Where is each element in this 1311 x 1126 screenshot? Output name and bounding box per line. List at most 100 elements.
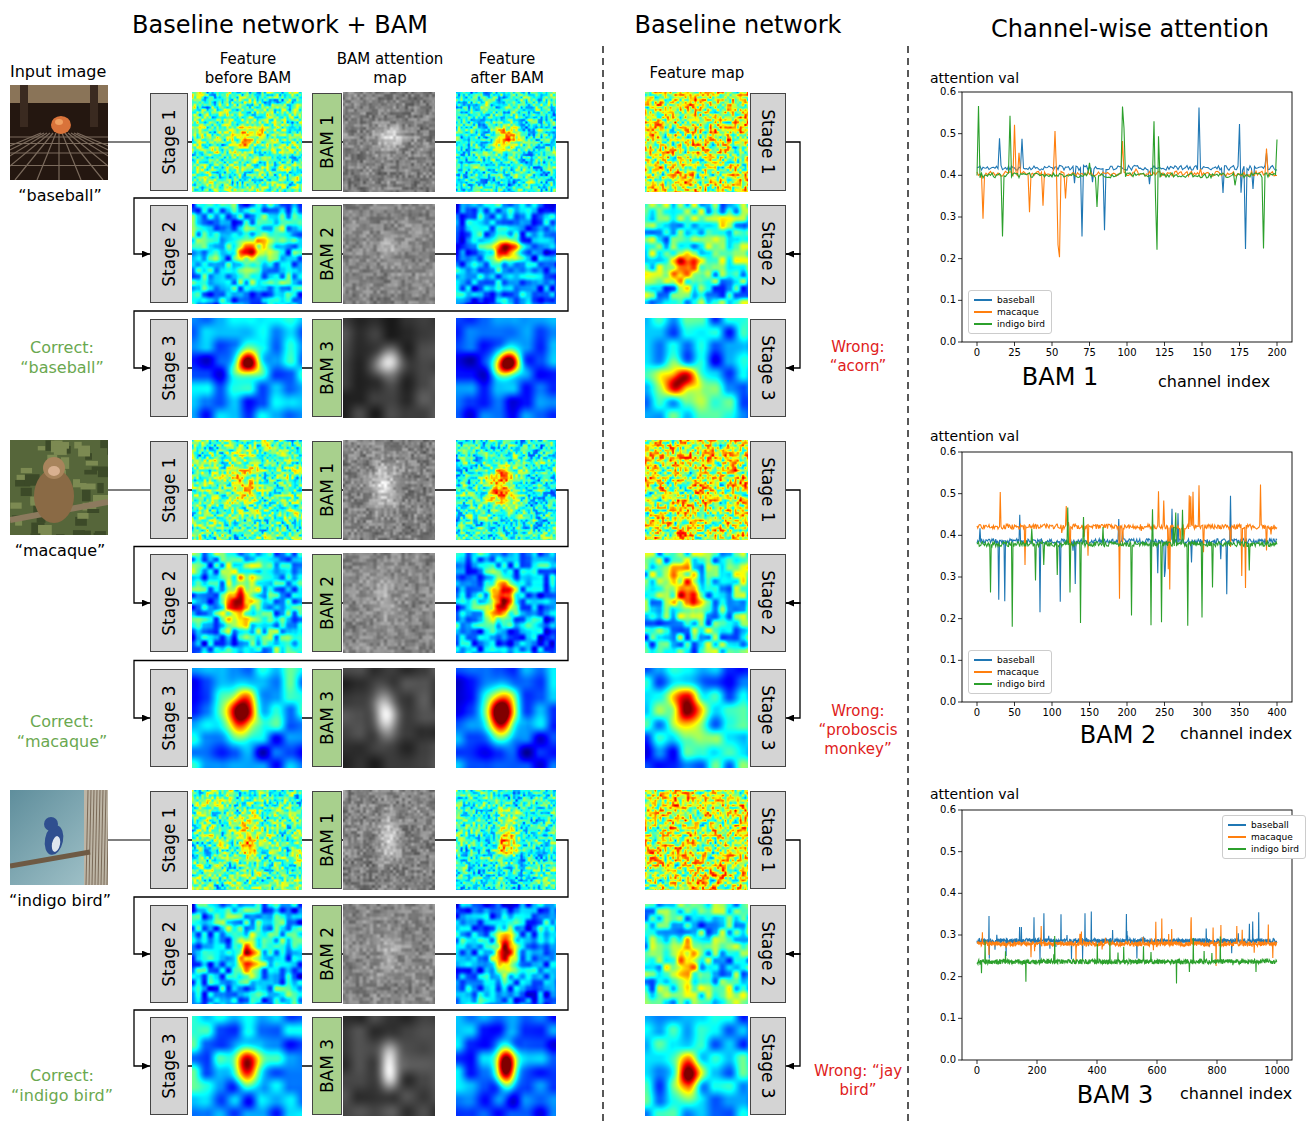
section-title: Baseline network bbox=[635, 10, 842, 40]
tick-label: 400 bbox=[1267, 707, 1286, 720]
input-line bbox=[108, 141, 150, 142]
image-class: “baseball” bbox=[18, 186, 102, 206]
bam-box: BAM 2 bbox=[312, 554, 342, 652]
legend-entry: macaque bbox=[974, 306, 1045, 318]
tick-label: 175 bbox=[1230, 347, 1249, 360]
stage-label: Stage 2 bbox=[160, 570, 179, 635]
connector bbox=[786, 142, 800, 254]
stage-label: BAM 2 bbox=[318, 576, 337, 630]
feature-before-map bbox=[192, 318, 302, 418]
legend-entry: macaque bbox=[974, 666, 1045, 678]
y-tick bbox=[958, 133, 962, 134]
stage-box: Stage 3 bbox=[750, 669, 786, 767]
feature-after-map bbox=[456, 553, 556, 653]
y-tick bbox=[958, 1060, 962, 1061]
stage-label: Stage 1 bbox=[759, 457, 778, 522]
y-tick bbox=[958, 660, 962, 661]
baseline-feature-map bbox=[645, 318, 748, 418]
plot-frame bbox=[962, 92, 1292, 342]
axis-title: attention val bbox=[930, 428, 1019, 446]
bam-attention-map bbox=[343, 92, 435, 192]
stage-box: Stage 1 bbox=[150, 93, 188, 191]
y-tick bbox=[958, 92, 962, 93]
stage-box: Stage 3 bbox=[150, 319, 188, 417]
feature-before-map bbox=[192, 553, 302, 653]
attention-curve bbox=[977, 917, 1277, 966]
attention-curve bbox=[977, 496, 1277, 613]
feature-after-map bbox=[456, 668, 556, 768]
input-line bbox=[108, 839, 150, 840]
column-header: Input image bbox=[10, 62, 106, 82]
x-tick bbox=[1014, 342, 1015, 346]
tick-label: 0.2 bbox=[940, 970, 956, 983]
column-header: BAM attention map bbox=[336, 50, 444, 88]
feature-before-map bbox=[192, 904, 302, 1004]
column-header: Feature after BAM bbox=[461, 50, 553, 88]
attention-curve bbox=[977, 911, 1277, 959]
bam-box: BAM 3 bbox=[312, 319, 342, 417]
stage-label: BAM 3 bbox=[318, 341, 337, 395]
stage-label: BAM 2 bbox=[318, 227, 337, 281]
stage-label: BAM 3 bbox=[318, 1039, 337, 1093]
stage-label: Stage 1 bbox=[160, 807, 179, 872]
feature-after-map bbox=[456, 92, 556, 192]
stage-label: BAM 3 bbox=[318, 691, 337, 745]
chart-legend: baseballmacaqueindigo bird bbox=[1222, 815, 1306, 859]
x-tick bbox=[1239, 342, 1240, 346]
tick-label: 400 bbox=[1087, 1065, 1106, 1078]
attention-curve bbox=[977, 107, 1277, 249]
y-tick bbox=[958, 851, 962, 852]
attention-curve bbox=[977, 508, 1277, 627]
legend-swatch bbox=[974, 671, 992, 673]
feature-before-map bbox=[192, 204, 302, 304]
tick-label: 0.2 bbox=[940, 612, 956, 625]
tick-label: 300 bbox=[1192, 707, 1211, 720]
feature-before-map bbox=[192, 668, 302, 768]
stage-label: BAM 1 bbox=[318, 115, 337, 169]
legend-entry: baseball bbox=[974, 294, 1045, 306]
y-tick bbox=[958, 217, 962, 218]
x-tick bbox=[1014, 702, 1015, 706]
axis-title: attention val bbox=[930, 70, 1019, 88]
connector bbox=[786, 603, 800, 718]
y-tick bbox=[958, 810, 962, 811]
feature-before-map bbox=[192, 440, 302, 540]
bam-attention-map bbox=[343, 204, 435, 304]
tick-label: 150 bbox=[1080, 707, 1099, 720]
attention-curve bbox=[977, 125, 1277, 257]
stage-box: Stage 3 bbox=[750, 1017, 786, 1115]
prediction-correct: Correct: “indigo bird” bbox=[2, 1066, 122, 1106]
plot-frame bbox=[962, 452, 1292, 702]
x-tick bbox=[1127, 342, 1128, 346]
tick-label: 125 bbox=[1155, 347, 1174, 360]
stage-box: Stage 1 bbox=[750, 441, 786, 539]
tick-label: 1000 bbox=[1264, 1065, 1289, 1078]
legend-swatch bbox=[1228, 848, 1246, 850]
legend-text: macaque bbox=[997, 307, 1039, 317]
axis-title: channel index bbox=[1180, 724, 1292, 744]
stage-label: Stage 3 bbox=[160, 685, 179, 750]
bam-box: BAM 1 bbox=[312, 93, 342, 191]
stage-label: Stage 3 bbox=[759, 335, 778, 400]
bam-box: BAM 1 bbox=[312, 441, 342, 539]
x-tick bbox=[1202, 342, 1203, 346]
bam-box: BAM 2 bbox=[312, 905, 342, 1003]
x-tick bbox=[977, 1060, 978, 1064]
legend-text: indigo bird bbox=[997, 319, 1045, 329]
stage-box: Stage 2 bbox=[750, 554, 786, 652]
tick-label: 0.0 bbox=[940, 336, 956, 349]
legend-entry: indigo bird bbox=[1228, 843, 1299, 855]
tick-label: 350 bbox=[1230, 707, 1249, 720]
bam-box: BAM 2 bbox=[312, 205, 342, 303]
legend-swatch bbox=[1228, 824, 1246, 826]
prediction-correct: Correct: “baseball” bbox=[2, 338, 122, 378]
x-tick bbox=[1164, 342, 1165, 346]
stage-label: Stage 2 bbox=[759, 921, 778, 986]
feature-after-map bbox=[456, 318, 556, 418]
x-tick bbox=[1089, 342, 1090, 346]
stage-label: Stage 1 bbox=[759, 109, 778, 174]
legend-swatch bbox=[974, 323, 992, 325]
connector bbox=[786, 254, 800, 368]
stage-label: Stage 1 bbox=[160, 457, 179, 522]
stage-box: Stage 2 bbox=[150, 205, 188, 303]
